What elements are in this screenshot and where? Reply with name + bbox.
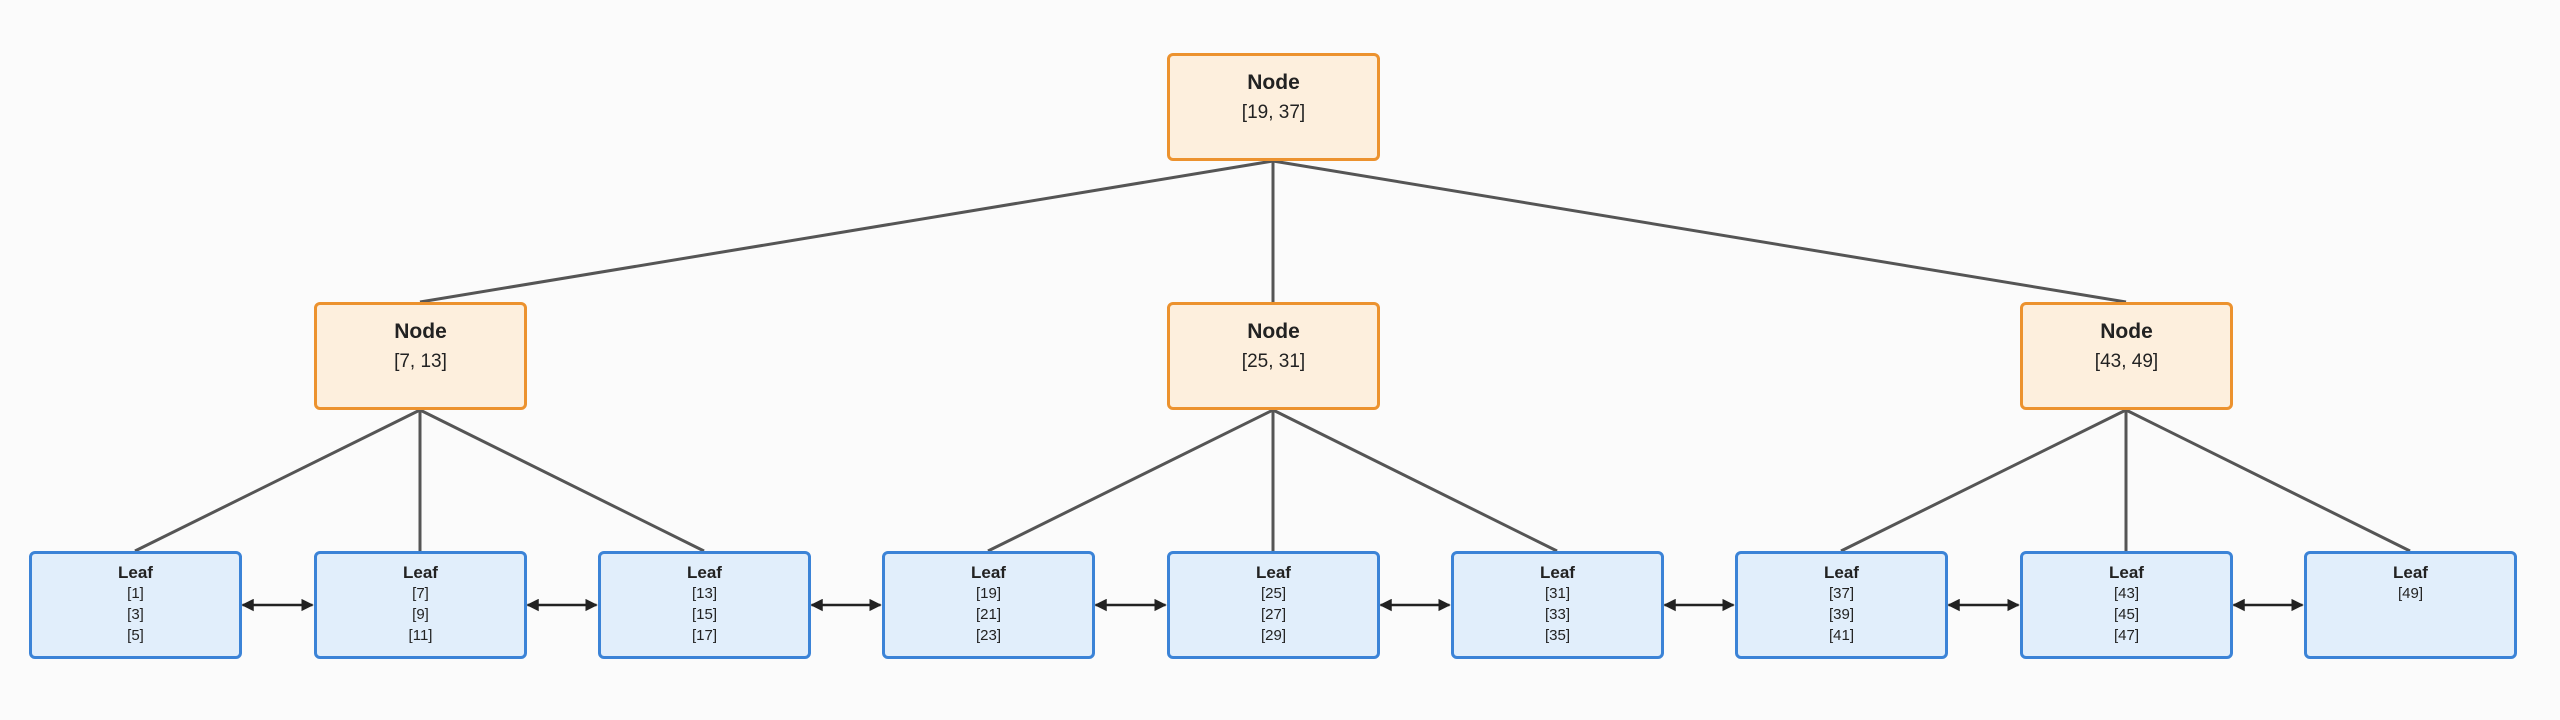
leaf-node: Leaf [19] [21] [23] xyxy=(882,551,1095,659)
leaf-key: [43] xyxy=(2113,585,2140,602)
node-keys: [25, 31] xyxy=(1241,351,1306,372)
leaf-node: Leaf [13] [15] [17] xyxy=(598,551,811,659)
leaf-key: [33] xyxy=(1544,606,1571,623)
leaf-title: Leaf xyxy=(2109,563,2144,582)
leaf-key: [17] xyxy=(691,627,718,644)
leaf-key: [11] xyxy=(408,627,433,644)
leaf-key: [31] xyxy=(1544,585,1571,602)
leaf-title: Leaf xyxy=(1824,563,1859,582)
leaf-title: Leaf xyxy=(687,563,722,582)
tree-edge xyxy=(987,408,1274,553)
node-title: Node xyxy=(1247,320,1300,343)
leaf-key: [9] xyxy=(412,606,429,623)
tree-edge xyxy=(1840,408,2127,553)
leaf-key: [29] xyxy=(1260,627,1287,644)
node-keys: [43, 49] xyxy=(2094,351,2159,372)
leaf-node: Leaf [31] [33] [35] xyxy=(1451,551,1664,659)
leaf-key: [41] xyxy=(1828,627,1855,644)
leaf-key: [45] xyxy=(2113,606,2140,623)
leaf-key: [15] xyxy=(691,606,718,623)
leaf-key: [39] xyxy=(1828,606,1855,623)
leaf-node: Leaf [37] [39] [41] xyxy=(1735,551,1948,659)
tree-edge xyxy=(419,408,705,553)
node-keys: [19, 37] xyxy=(1241,102,1306,123)
leaf-key: [35] xyxy=(1544,627,1571,644)
internal-node: Node [43, 49] xyxy=(2020,302,2233,410)
tree-edge xyxy=(1272,408,1558,553)
tree-edge xyxy=(2125,408,2411,553)
node-title: Node xyxy=(394,320,447,343)
leaf-title: Leaf xyxy=(403,563,438,582)
leaf-node: Leaf [1] [3] [5] xyxy=(29,551,242,659)
leaf-key: [25] xyxy=(1260,585,1287,602)
leaf-node: Leaf [7] [9] [11] xyxy=(314,551,527,659)
leaf-key: [3] xyxy=(127,606,144,623)
leaf-node: Leaf [49] xyxy=(2304,551,2517,659)
leaf-title: Leaf xyxy=(1256,563,1291,582)
internal-node: Node [7, 13] xyxy=(314,302,527,410)
leaf-node: Leaf [25] [27] [29] xyxy=(1167,551,1380,659)
leaf-key: [13] xyxy=(691,585,718,602)
node-keys: [7, 13] xyxy=(394,351,447,372)
leaf-key: [19] xyxy=(975,585,1002,602)
leaf-title: Leaf xyxy=(118,563,153,582)
leaf-key: [47] xyxy=(2113,627,2140,644)
leaf-node: Leaf [43] [45] [47] xyxy=(2020,551,2233,659)
node-title: Node xyxy=(2100,320,2153,343)
leaf-title: Leaf xyxy=(1540,563,1575,582)
root-node: Node [19, 37] xyxy=(1167,53,1380,161)
node-title: Node xyxy=(1247,71,1300,94)
leaf-key: [23] xyxy=(975,627,1002,644)
leaf-key: [1] xyxy=(127,585,144,602)
leaf-key: [49] xyxy=(2397,585,2424,602)
leaf-key: [7] xyxy=(412,585,429,602)
tree-edge xyxy=(419,159,1274,304)
leaf-key: [21] xyxy=(975,606,1002,623)
leaf-title: Leaf xyxy=(2393,563,2428,582)
internal-node: Node [25, 31] xyxy=(1167,302,1380,410)
leaf-title: Leaf xyxy=(971,563,1006,582)
tree-edge xyxy=(1272,159,2127,304)
leaf-key: [27] xyxy=(1260,606,1287,623)
leaf-key: [37] xyxy=(1828,585,1855,602)
leaf-key: [5] xyxy=(127,627,144,644)
tree-edge xyxy=(134,408,421,553)
